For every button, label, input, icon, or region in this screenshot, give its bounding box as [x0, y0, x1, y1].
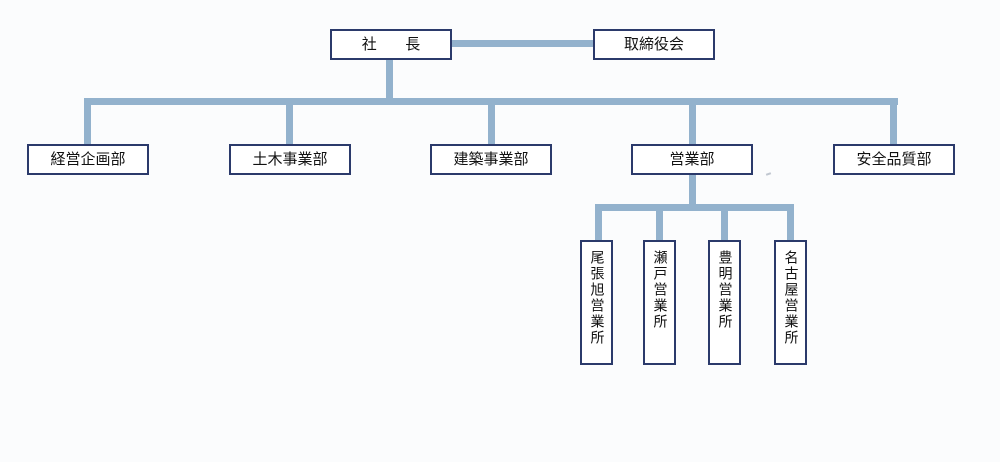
- connector-drop-planning: [84, 98, 91, 146]
- box-dept-civil: 土木事業部: [229, 144, 351, 175]
- connector-drop-construction: [488, 98, 495, 146]
- box-office-nagoya: 名古屋営業所: [774, 240, 807, 365]
- connector-drop-toyoake: [721, 204, 728, 242]
- connector-drop-owari-asahi: [595, 204, 602, 242]
- connector-president-board: [451, 40, 594, 47]
- box-president: 社 長: [330, 29, 452, 60]
- connector-drop-quality: [890, 98, 897, 146]
- box-office-seto: 瀬戸営業所: [643, 240, 676, 365]
- box-dept-planning: 経営企画部: [27, 144, 149, 175]
- connector-drop-civil: [286, 98, 293, 146]
- box-dept-sales: 営業部: [631, 144, 753, 175]
- box-board: 取締役会: [593, 29, 715, 60]
- connector-president-down: [386, 59, 393, 102]
- connector-drop-nagoya: [787, 204, 794, 242]
- connector-sales-down: [689, 173, 696, 211]
- box-office-toyoake: 豊明営業所: [708, 240, 741, 365]
- connector-drop-seto: [656, 204, 663, 242]
- box-dept-quality: 安全品質部: [833, 144, 955, 175]
- connector-drop-sales: [689, 98, 696, 146]
- box-dept-construction: 建築事業部: [430, 144, 552, 175]
- connector-office-bus: [595, 204, 794, 211]
- box-office-owari-asahi: 尾張旭営業所: [580, 240, 613, 365]
